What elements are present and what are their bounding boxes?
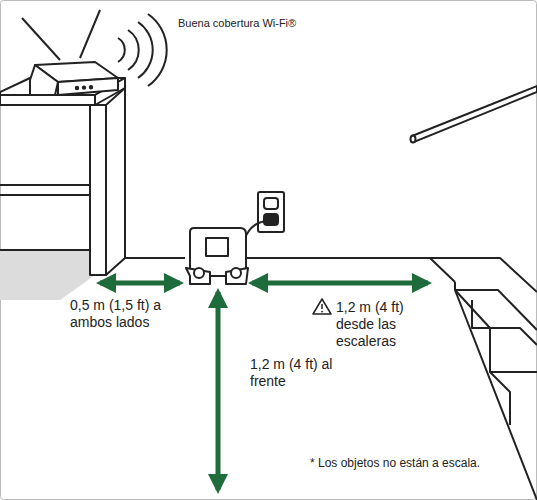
stairs-clearance: 1,2 m (4 ft) desde las escaleras xyxy=(336,299,432,350)
shelf xyxy=(0,78,125,275)
warning-icon xyxy=(313,299,331,314)
dock xyxy=(186,228,248,284)
coverage-note: Buena cobertura Wi-Fi® xyxy=(178,15,378,32)
handrail xyxy=(411,86,537,143)
outlet xyxy=(244,192,284,240)
wifi-waves xyxy=(118,14,167,86)
front-clearance: 1,2 m (4 ft) al frente xyxy=(250,356,340,390)
floor-edge xyxy=(125,258,455,282)
router xyxy=(22,10,118,95)
side-clearance: 0,5 m (1,5 ft) a ambos lados xyxy=(70,297,170,331)
scale-note: * Los objetos no están a escala. xyxy=(310,455,525,472)
